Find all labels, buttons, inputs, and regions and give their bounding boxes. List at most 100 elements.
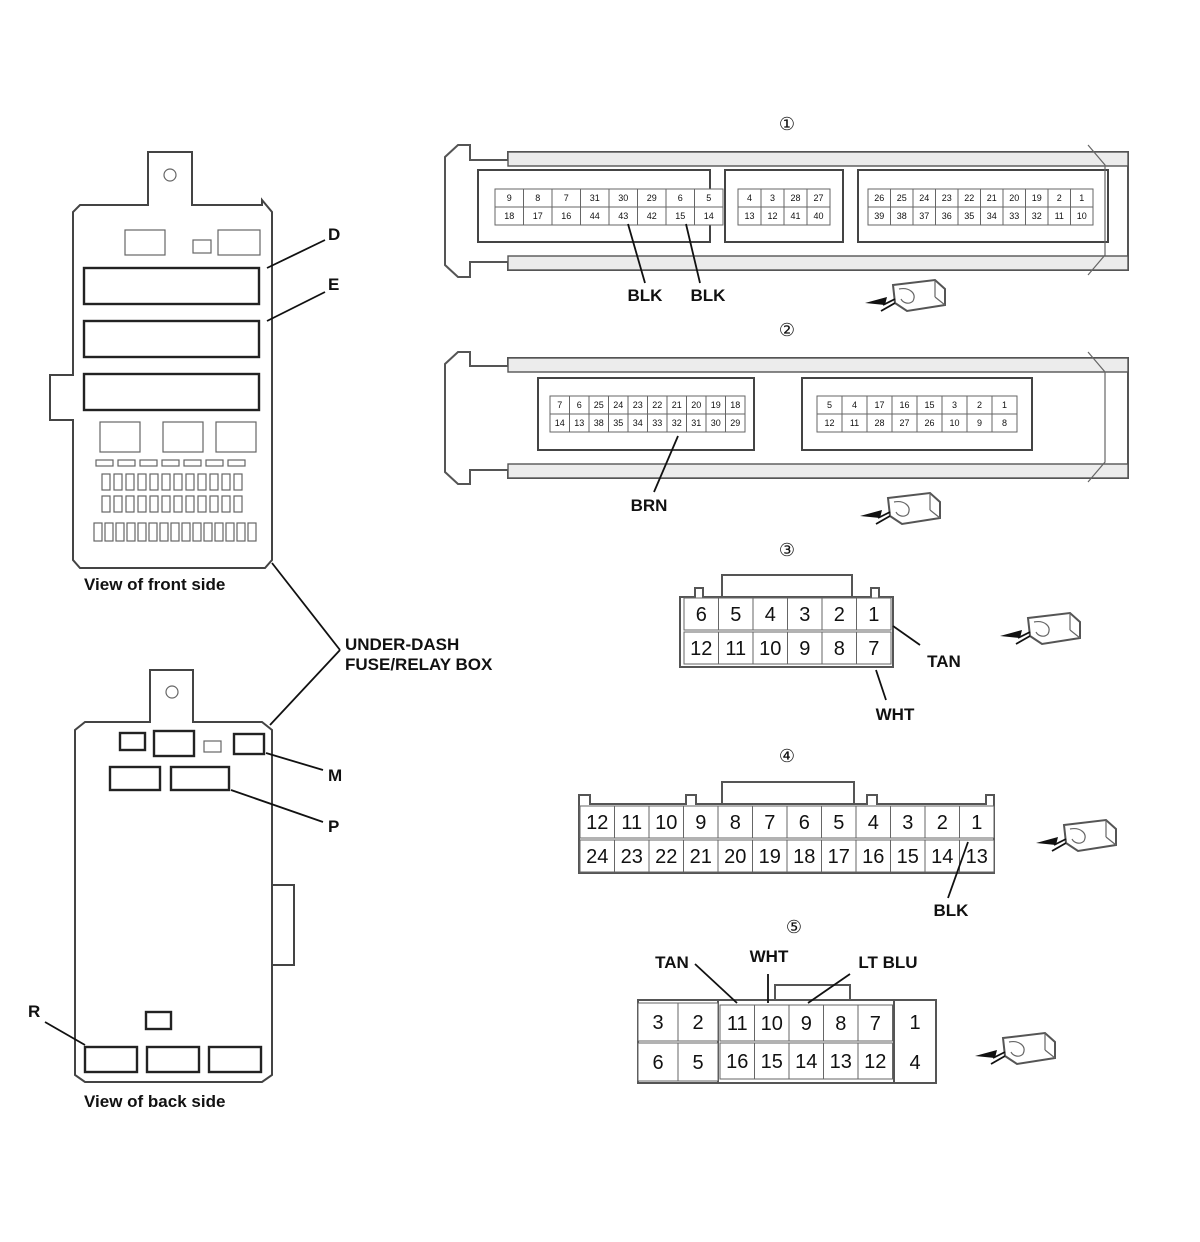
c1-pin-3: 3 xyxy=(770,193,775,203)
c5-pin-14: 14 xyxy=(795,1051,817,1073)
c4-cell xyxy=(855,805,891,839)
c1-pin-19: 19 xyxy=(1032,193,1042,203)
c3-pin-1: 1 xyxy=(868,604,879,626)
c1-pin-8: 8 xyxy=(535,193,540,203)
c3-cell xyxy=(821,597,857,631)
callout-d: D xyxy=(328,225,340,244)
c4-pin-10: 10 xyxy=(655,812,677,834)
c4-pin-1: 1 xyxy=(971,812,982,834)
c1-pin-30: 30 xyxy=(618,193,628,203)
c2-pin-24: 24 xyxy=(613,400,623,410)
c3-pin-2: 2 xyxy=(834,604,845,626)
c5-cell xyxy=(857,1004,893,1042)
c2-pin-27: 27 xyxy=(899,418,909,428)
c4-cell xyxy=(959,805,995,839)
c4-cell xyxy=(890,805,926,839)
c4-pin-15: 15 xyxy=(897,846,919,868)
connector-1-number: ① xyxy=(779,114,795,134)
c5-cell xyxy=(823,1004,859,1042)
c5-pin-13: 13 xyxy=(830,1051,852,1073)
c4-cell xyxy=(786,839,822,873)
c4-cell xyxy=(959,839,995,873)
c4-cell xyxy=(717,805,753,839)
c5-pin-15: 15 xyxy=(761,1051,783,1073)
c2-pin-8: 8 xyxy=(1002,418,1007,428)
c1-pin-13: 13 xyxy=(744,211,754,221)
c1-pin-36: 36 xyxy=(942,211,952,221)
terminal-side-probe-icon xyxy=(860,491,941,526)
c1-pin-9: 9 xyxy=(507,193,512,203)
c4-pin-2: 2 xyxy=(937,812,948,834)
c1-pin-23: 23 xyxy=(942,193,952,203)
c2-pin-12: 12 xyxy=(824,418,834,428)
front-view-caption: View of front side xyxy=(84,575,225,594)
c5-pin-11: 11 xyxy=(727,1013,748,1035)
connector-4-number: ④ xyxy=(779,746,795,766)
c4-pin-24: 24 xyxy=(586,846,608,868)
c4-cell xyxy=(855,839,891,873)
c4-cell xyxy=(579,805,615,839)
c5-wire-1: TAN xyxy=(655,953,689,972)
c4-pin-17: 17 xyxy=(828,846,850,868)
c4-cell xyxy=(752,839,788,873)
c5-cell xyxy=(719,1004,755,1042)
c4-pin-6: 6 xyxy=(799,812,810,834)
c3-pin-8: 8 xyxy=(834,638,845,660)
c2-pin-21: 21 xyxy=(672,400,682,410)
c1-pin-42: 42 xyxy=(647,211,657,221)
c5-pin-2: 2 xyxy=(692,1012,703,1034)
connector-2-number: ② xyxy=(779,320,795,340)
c2-pin-20: 20 xyxy=(691,400,701,410)
c5-cell xyxy=(637,1042,679,1082)
c2-pin-5: 5 xyxy=(827,400,832,410)
connector-5-number: ⑤ xyxy=(786,917,802,937)
c2-pin-3: 3 xyxy=(952,400,957,410)
c5-cell xyxy=(754,1042,790,1080)
c5-cell xyxy=(754,1004,790,1042)
c2-pin-28: 28 xyxy=(874,418,884,428)
c2-pin-9: 9 xyxy=(977,418,982,428)
c2-pin-7: 7 xyxy=(557,400,562,410)
c1-pin-33: 33 xyxy=(1009,211,1019,221)
c4-pin-13: 13 xyxy=(966,846,988,868)
callout-r: R xyxy=(28,1002,40,1021)
c2-pin-1: 1 xyxy=(1002,400,1007,410)
c5-wire-2: WHT xyxy=(750,947,789,966)
c3-pin-11: 11 xyxy=(725,638,746,660)
c1-pin-27: 27 xyxy=(813,193,823,203)
c1-cell xyxy=(806,206,831,226)
c4-cell xyxy=(579,839,615,873)
c1-pin-12: 12 xyxy=(767,211,777,221)
c5-cell xyxy=(719,1042,755,1080)
fuse-box-label-line2: FUSE/RELAY BOX xyxy=(345,655,493,674)
c1-pin-38: 38 xyxy=(897,211,907,221)
c1-pin-40: 40 xyxy=(813,211,823,221)
callout-e: E xyxy=(328,275,339,294)
c3-pin-4: 4 xyxy=(765,604,776,626)
c4-pin-3: 3 xyxy=(902,812,913,834)
c2-pin-25: 25 xyxy=(594,400,604,410)
c1-pin-44: 44 xyxy=(590,211,600,221)
connector-3-number: ③ xyxy=(779,540,795,560)
terminal-side-probe-icon xyxy=(1036,818,1117,853)
c5-pin-7: 7 xyxy=(870,1013,881,1035)
c2-cell xyxy=(725,413,746,433)
c4-pin-16: 16 xyxy=(862,846,884,868)
c4-pin-18: 18 xyxy=(793,846,815,868)
c4-cell xyxy=(890,839,926,873)
c1-pin-39: 39 xyxy=(874,211,884,221)
c3-wire-1: TAN xyxy=(927,652,961,671)
c1-pin-35: 35 xyxy=(964,211,974,221)
c1-pin-1: 1 xyxy=(1079,193,1084,203)
c3-pin-5: 5 xyxy=(730,604,741,626)
c2-pin-34: 34 xyxy=(633,418,643,428)
c4-pin-8: 8 xyxy=(730,812,741,834)
c1-pin-32: 32 xyxy=(1032,211,1042,221)
c1-pin-24: 24 xyxy=(919,193,929,203)
c2-pin-10: 10 xyxy=(949,418,959,428)
relay-r xyxy=(83,1045,139,1074)
